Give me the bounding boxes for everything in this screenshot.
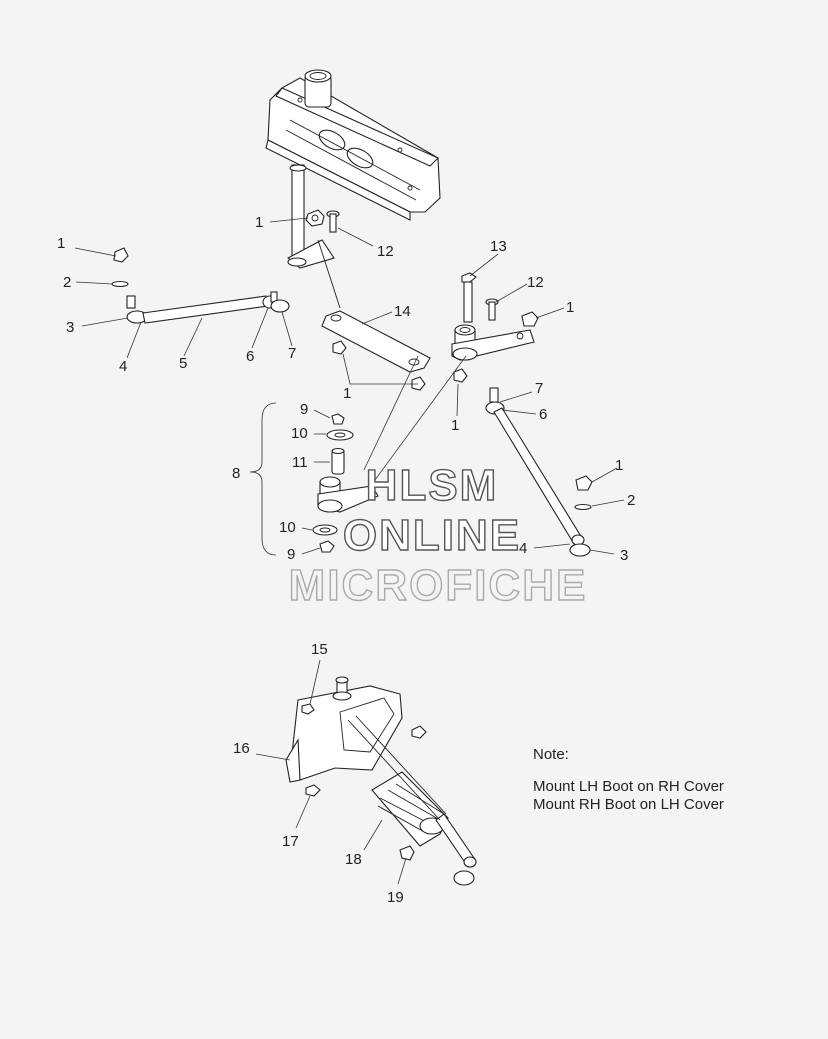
callout-9: 9 bbox=[287, 546, 295, 563]
drag-link bbox=[321, 310, 431, 391]
callout-1: 1 bbox=[615, 457, 623, 474]
watermark-line-2: ONLINE bbox=[343, 511, 521, 560]
callout-16: 16 bbox=[233, 740, 250, 757]
callout-13: 13 bbox=[490, 238, 507, 255]
callout-2: 2 bbox=[627, 492, 635, 509]
callout-1: 1 bbox=[57, 235, 65, 252]
boot-cover-assembly bbox=[285, 676, 477, 886]
callout-18: 18 bbox=[345, 851, 362, 868]
nut-upper bbox=[305, 209, 325, 227]
callout-2: 2 bbox=[63, 274, 71, 291]
callout-7: 7 bbox=[535, 380, 543, 397]
callout-6: 6 bbox=[246, 348, 254, 365]
callout-12: 12 bbox=[377, 243, 394, 260]
callout-4: 4 bbox=[519, 540, 527, 557]
callout-15: 15 bbox=[311, 641, 328, 658]
callout-19: 19 bbox=[387, 889, 404, 906]
callout-3: 3 bbox=[620, 547, 628, 564]
callout-10: 10 bbox=[291, 425, 308, 442]
callout-labels: 1 1 1 1 1 1 2 2 3 3 4 4 5 6 6 7 7 8 9 9 … bbox=[57, 214, 635, 906]
callout-12: 12 bbox=[527, 274, 544, 291]
callout-8: 8 bbox=[232, 465, 240, 482]
watermark: HLSM ONLINE MICROFICHE bbox=[288, 460, 588, 610]
callout-1: 1 bbox=[451, 417, 459, 434]
bolt-upper bbox=[326, 210, 340, 233]
callout-3: 3 bbox=[66, 319, 74, 336]
callout-9: 9 bbox=[300, 401, 308, 418]
callout-1: 1 bbox=[255, 214, 263, 231]
callout-1: 1 bbox=[566, 299, 574, 316]
callout-10: 10 bbox=[279, 519, 296, 536]
callout-14: 14 bbox=[394, 303, 411, 320]
note-line-2: Mount RH Boot on LH Cover bbox=[533, 796, 724, 813]
callout-1: 1 bbox=[343, 385, 351, 402]
callout-17: 17 bbox=[282, 833, 299, 850]
tie-rod-right bbox=[485, 387, 593, 557]
note-heading: Note: bbox=[533, 746, 569, 763]
steering-frame bbox=[265, 69, 441, 309]
watermark-line-3: MICROFICHE bbox=[289, 561, 588, 610]
steering-arm bbox=[451, 272, 539, 383]
callout-6: 6 bbox=[539, 406, 547, 423]
callout-5: 5 bbox=[179, 355, 187, 372]
callout-4: 4 bbox=[119, 358, 127, 375]
spindle-assembly bbox=[249, 402, 379, 556]
tie-rod-left bbox=[111, 247, 290, 324]
note-line-1: Mount LH Boot on RH Cover bbox=[533, 778, 724, 795]
callout-11: 11 bbox=[292, 454, 308, 471]
mounting-note: Note: Mount LH Boot on RH Cover Mount RH… bbox=[533, 746, 724, 814]
watermark-line-1: HLSM bbox=[366, 461, 499, 510]
callout-7: 7 bbox=[288, 345, 296, 362]
leader-lines bbox=[74, 217, 625, 885]
